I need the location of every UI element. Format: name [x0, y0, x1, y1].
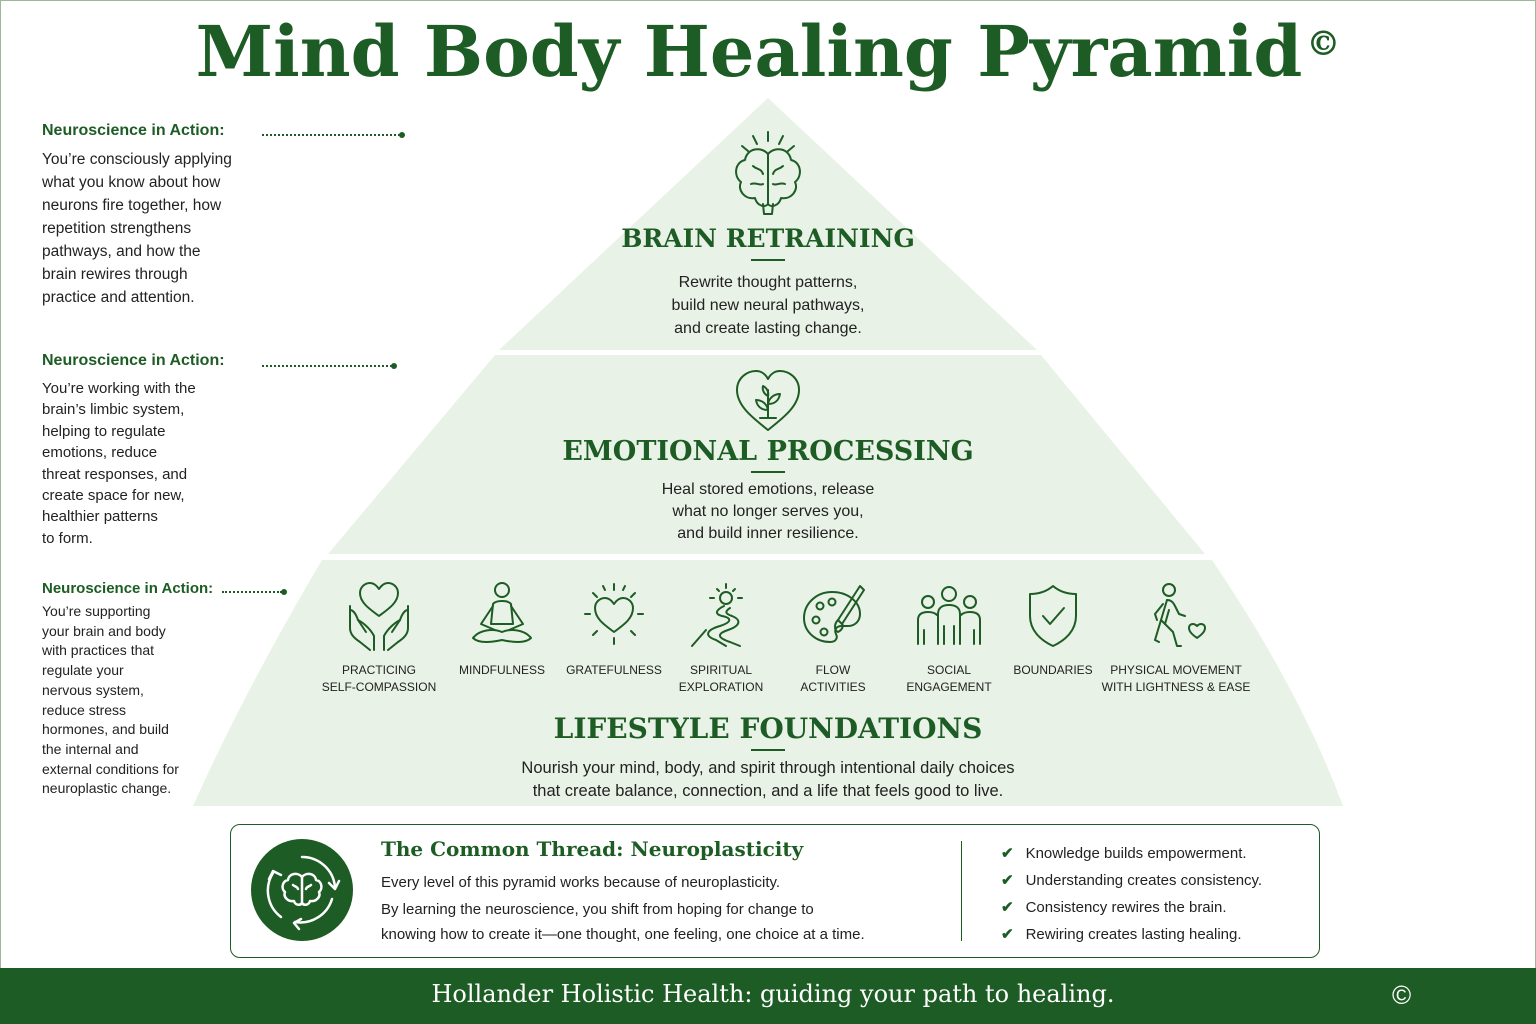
- tier-divider: [751, 749, 785, 751]
- footer-copyright: ©: [1392, 980, 1412, 1010]
- palette-brush-icon: [803, 585, 865, 643]
- brain-cycle-icon: [266, 855, 341, 931]
- practice-label: PHYSICAL MOVEMENT WITH LIGHTNESS & EASE: [1101, 663, 1251, 694]
- pyramid-tier-middle: [328, 355, 1205, 554]
- thread-line: knowing how to create it—one thought, on…: [381, 926, 865, 943]
- practice-label: GRATEFULNESS: [566, 663, 662, 677]
- check-icon: ✔: [1001, 845, 1014, 862]
- practice-label: FLOW ACTIVITIES: [800, 663, 866, 694]
- checklist-text: Understanding creates consistency.: [1025, 872, 1263, 889]
- checklist-text: Rewiring creates lasting healing.: [1025, 926, 1242, 943]
- meditation-icon: [472, 582, 532, 643]
- side-note-heading: Neuroscience in Action:: [42, 122, 225, 139]
- tier-brain-retraining: BRAIN RETRAINING Rewrite thought pattern…: [568, 128, 968, 340]
- practice-label: BOUNDARIES: [1013, 663, 1093, 677]
- checklist-text: Consistency rewires the brain.: [1025, 899, 1227, 916]
- side-note-heading: Neuroscience in Action:: [42, 580, 214, 597]
- radiant-heart-icon: [584, 583, 644, 645]
- tier-title: LIFESTYLE FOUNDATIONS: [553, 712, 983, 745]
- check-icon: ✔: [1001, 926, 1014, 943]
- leader-line-brain: [262, 132, 405, 138]
- leader-line-emotional: [262, 363, 397, 369]
- practice-self-compassion: PRACTICING SELF-COMPASSION: [314, 580, 444, 696]
- footer-tagline: Hollander Holistic Health: guiding your …: [431, 980, 1115, 1008]
- tier-description: Heal stored emotions, release what no lo…: [661, 481, 875, 542]
- side-note-text: You’re consciously applying what you kno…: [42, 151, 232, 306]
- practice-physical-movement: PHYSICAL MOVEMENT WITH LIGHTNESS & EASE: [1096, 580, 1256, 696]
- heart-sprout-icon: [736, 370, 800, 431]
- copyright-mark: ©: [1306, 24, 1341, 64]
- side-note-heading: Neuroscience in Action:: [42, 352, 225, 369]
- tier-description: Rewrite thought patterns, build new neur…: [671, 274, 865, 337]
- practice-mindfulness: MINDFULNESS: [437, 580, 567, 679]
- practice-gratefulness: GRATEFULNESS: [549, 580, 679, 679]
- tier-divider: [751, 471, 785, 473]
- practice-label: PRACTICING SELF-COMPASSION: [321, 663, 437, 694]
- title-text: Mind Body Healing Pyramid: [195, 10, 1303, 93]
- side-note-text: You’re working with the brain’s limbic s…: [42, 380, 196, 547]
- shield-check-icon: [1029, 585, 1077, 647]
- path-light-icon: [691, 583, 743, 647]
- footer-bar: Hollander Holistic Health: guiding your …: [0, 968, 1536, 1024]
- check-icon: ✔: [1001, 899, 1014, 916]
- tier-lifestyle-foundations: LIFESTYLE FOUNDATIONS Nourish your mind,…: [418, 712, 1118, 803]
- practice-social-engagement: SOCIAL ENGAGEMENT: [884, 580, 1014, 696]
- side-note-brain: Neuroscience in Action: You’re conscious…: [42, 122, 232, 309]
- side-note-emotional: Neuroscience in Action: You’re working w…: [42, 352, 225, 549]
- leader-line-lifestyle: [222, 589, 287, 595]
- practice-boundaries: BOUNDARIES: [988, 580, 1118, 679]
- brain-cycle-badge: [251, 839, 353, 941]
- tier-divider: [751, 259, 785, 261]
- tier-title: EMOTIONAL PROCESSING: [562, 436, 974, 467]
- checklist-item: ✔ Consistency rewires the brain.: [1001, 898, 1227, 916]
- check-icon: ✔: [1001, 872, 1014, 889]
- side-note-text: You’re supporting your brain and body wi…: [42, 603, 179, 797]
- thread-title: The Common Thread: Neuroplasticity: [381, 837, 804, 861]
- tier-emotional-processing: EMOTIONAL PROCESSING Heal stored emotion…: [560, 368, 976, 545]
- pyramid-tier-top: [499, 98, 1037, 350]
- checklist-item: ✔ Rewiring creates lasting healing.: [1001, 925, 1242, 943]
- side-note-lifestyle: Neuroscience in Action: You’re supportin…: [42, 580, 213, 799]
- page-title: Mind Body Healing Pyramid©: [0, 10, 1536, 93]
- thread-line: Every level of this pyramid works becaus…: [381, 874, 781, 891]
- practice-label: SPIRITUAL EXPLORATION: [678, 663, 764, 694]
- checklist-item: ✔ Knowledge builds empowerment.: [1001, 844, 1247, 862]
- brain-icon: [735, 131, 801, 215]
- checklist-item: ✔ Understanding creates consistency.: [1001, 871, 1262, 889]
- practice-label: SOCIAL ENGAGEMENT: [906, 663, 992, 694]
- thread-divider: [961, 841, 962, 941]
- practice-label: MINDFULNESS: [458, 663, 545, 677]
- practice-spiritual-exploration: SPIRITUAL EXPLORATION: [656, 580, 786, 696]
- walking-person-icon: [1154, 583, 1206, 647]
- people-group-icon: [917, 586, 981, 645]
- tier-title: BRAIN RETRAINING: [621, 224, 915, 253]
- practice-flow-activities: FLOW ACTIVITIES: [768, 580, 898, 696]
- tier-description: Nourish your mind, body, and spirit thro…: [521, 759, 1015, 800]
- pyramid-tier-base: [193, 560, 1343, 806]
- hands-heart-icon: [349, 582, 409, 651]
- checklist-text: Knowledge builds empowerment.: [1025, 845, 1247, 862]
- common-thread-panel: The Common Thread: Neuroplasticity Every…: [230, 824, 1320, 958]
- thread-line: By learning the neuroscience, you shift …: [381, 901, 814, 918]
